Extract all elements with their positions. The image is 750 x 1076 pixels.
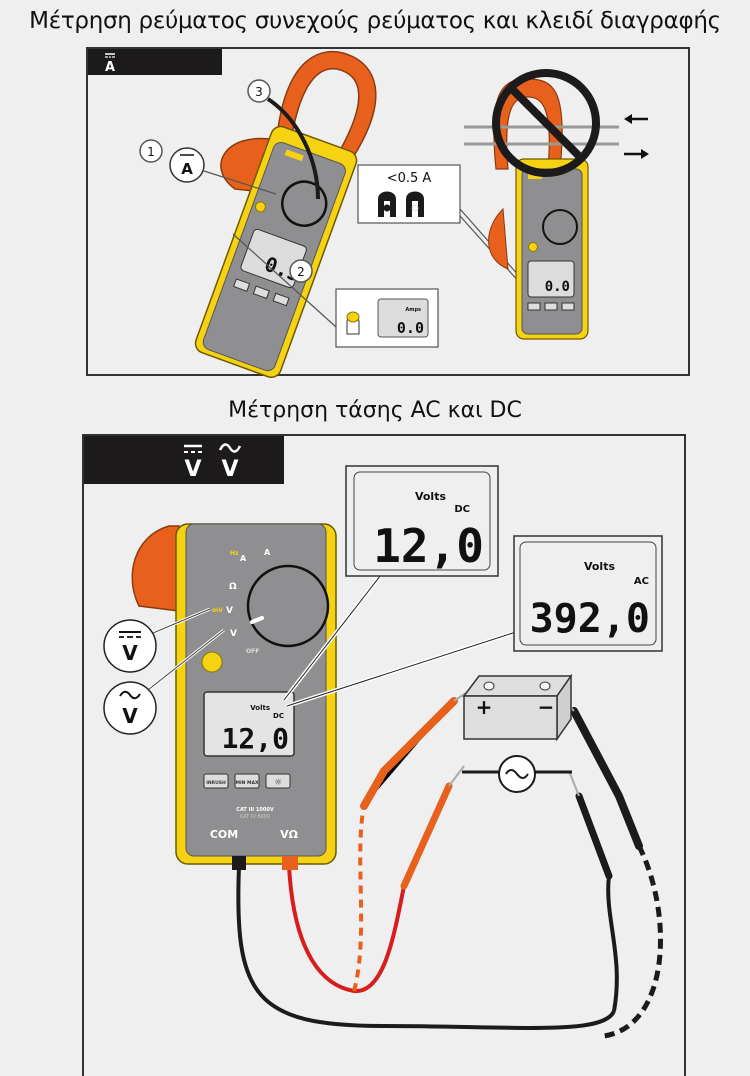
zero-result-callout: Amps 0.0 [232, 233, 439, 348]
section1-title: Μέτρηση ρεύματος συνεχούς ρεύματος και κ… [29, 8, 721, 34]
dc-amp-symbol-icon: A [105, 53, 115, 75]
zero-button-icon [346, 311, 360, 323]
svg-text:Volts: Volts [250, 704, 270, 712]
clamp-meter-main: Hz A A Ω mV V V OFF Volts DC 12,0 INRUSH… [131, 523, 337, 870]
svg-text:V: V [221, 457, 238, 482]
no-sign-icon [492, 69, 600, 177]
min-max-button[interactable] [234, 773, 260, 789]
hold-button[interactable] [201, 651, 223, 673]
clamp-meter-right: 0.0 [488, 78, 589, 340]
arrow-right-icon [624, 149, 649, 159]
svg-text:MIN MAX: MIN MAX [236, 780, 259, 786]
dc-display-value: 12,0 [373, 519, 484, 573]
svg-text:DC: DC [454, 504, 470, 515]
dc-volt-callout-circle: V [103, 607, 211, 673]
battery-minus: − [538, 695, 555, 719]
ac-display-value: 392,0 [530, 596, 650, 642]
step-2-marker: 2 [289, 259, 313, 283]
voltage-panel: V V + − [82, 434, 686, 1076]
voltage-mode-tab: V V [84, 436, 284, 484]
red-lead [287, 865, 406, 994]
dc-current-panel: A 0.3 1 [86, 47, 690, 378]
section2-title: Μέτρηση τάσης AC και DC [228, 398, 522, 423]
com-jack-label: COM [210, 828, 238, 841]
dc-display-callout: Volts DC 12,0 [345, 465, 499, 577]
v-jack [282, 856, 298, 870]
svg-text:CAT IV 600V: CAT IV 600V [240, 814, 271, 820]
black-probe-ac [575, 792, 613, 880]
zero-button[interactable] [254, 200, 267, 213]
black-lead [236, 865, 616, 1030]
meter-display-value: 12,0 [222, 722, 289, 755]
tab-amp-label: A [105, 60, 115, 75]
ac-display-callout: Volts AC 392,0 [513, 535, 663, 652]
svg-text:Ω: Ω [229, 582, 237, 592]
clamp-trigger [131, 525, 180, 612]
svg-text:DC: DC [273, 712, 284, 720]
com-jack [232, 856, 246, 870]
svg-text:A: A [181, 160, 193, 178]
svg-text:V: V [122, 641, 138, 665]
ac-source [462, 755, 572, 793]
svg-text:V: V [122, 704, 138, 728]
red-probe-ac [400, 782, 453, 890]
svg-text:INRUSH: INRUSH [206, 780, 226, 786]
black-lead-alt-dashed [603, 844, 663, 1039]
clamp-trigger [220, 137, 276, 193]
brand-badge [284, 149, 304, 162]
svg-text:AC: AC [634, 576, 649, 587]
v-jack-label: VΩ [280, 828, 299, 841]
dc-volt-symbol-icon: V [184, 444, 202, 482]
svg-text:A: A [240, 554, 247, 563]
ac-volt-symbol-icon: V [218, 443, 242, 482]
red-lead-alt-dashed [352, 805, 366, 992]
battery: + − [462, 673, 573, 742]
svg-text:0.0: 0.0 [397, 319, 424, 337]
svg-text:V: V [230, 629, 237, 639]
svg-text:OFF: OFF [246, 648, 259, 655]
svg-text:Volts: Volts [584, 560, 615, 573]
step-1-marker: 1 [139, 139, 163, 163]
svg-text:3: 3 [255, 85, 263, 99]
svg-text:V: V [226, 606, 233, 616]
arrow-left-icon [624, 114, 648, 124]
svg-text:2: 2 [297, 265, 305, 279]
meter-lcd [203, 691, 295, 757]
right-meter-display-value: 0.0 [545, 279, 570, 295]
svg-text:CAT III 1000V: CAT III 1000V [236, 807, 274, 813]
svg-text:V: V [184, 457, 201, 482]
black-probe-dc [570, 707, 643, 850]
ac-volt-callout-circle: V [103, 628, 225, 735]
rotary-dial[interactable] [246, 564, 330, 648]
red-probe-dc [360, 697, 458, 810]
inrush-button[interactable] [203, 773, 229, 789]
dc-amp-callout-circle: A [169, 147, 277, 195]
sine-wave-icon [505, 769, 529, 779]
svg-text:Volts: Volts [415, 490, 446, 503]
threshold-callout: <0.5 A [357, 164, 521, 284]
svg-text:1: 1 [147, 145, 155, 159]
svg-text:Amps: Amps [405, 307, 421, 313]
svg-text:A: A [264, 548, 271, 557]
rotary-dial[interactable] [276, 175, 332, 231]
svg-text:☼: ☼ [274, 778, 282, 788]
svg-text:mV: mV [212, 607, 223, 614]
svg-text:Hz: Hz [230, 550, 239, 557]
step-3-marker: 3 [247, 79, 271, 103]
battery-plus: + [476, 695, 493, 719]
dc-current-mode-tab: A [88, 49, 222, 75]
conductor-wire [266, 97, 320, 200]
threshold-label: <0.5 A [387, 171, 432, 186]
backlight-button[interactable] [265, 773, 291, 789]
